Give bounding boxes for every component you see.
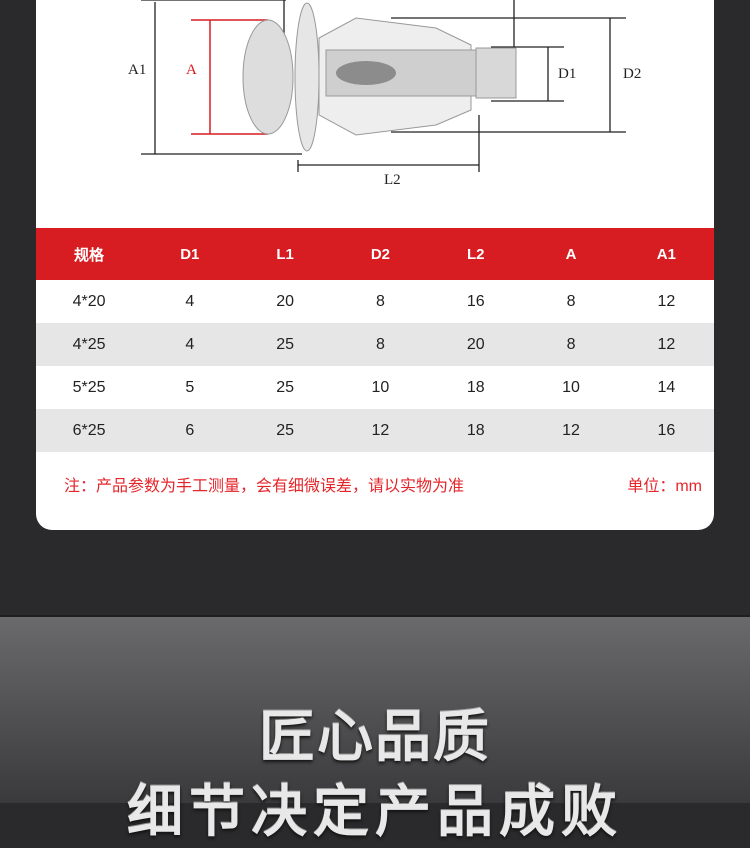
table-cell: 14 bbox=[657, 378, 676, 396]
table-cell: 4 bbox=[185, 335, 195, 353]
table-cell: 5 bbox=[185, 378, 195, 396]
table-cell: 12 bbox=[657, 292, 676, 310]
table-cell: 10 bbox=[371, 378, 390, 396]
table-cell: 4 bbox=[185, 292, 195, 310]
slogan-line-2: 细节决定产品成败 bbox=[127, 780, 623, 843]
table-cell: 8 bbox=[375, 292, 385, 310]
header-cell: L1 bbox=[276, 245, 294, 263]
label-a1: A1 bbox=[128, 62, 146, 78]
table-cell: 12 bbox=[657, 335, 676, 353]
table-cell: 25 bbox=[276, 378, 294, 396]
anchor-diagram: A1 A D1 D2 L2 bbox=[128, 0, 641, 188]
header-cell: A bbox=[565, 245, 577, 263]
spec-card: A1 A D1 D2 L2 规格 D1 L1 D2 L2 A A1 4*20 4… bbox=[36, 0, 714, 530]
table-cell: 6 bbox=[185, 421, 195, 439]
table-cell: 16 bbox=[657, 421, 676, 439]
slogan-line-1: 匠心品质 bbox=[259, 705, 491, 768]
table-cell: 6*25 bbox=[72, 421, 106, 439]
header-cell: D1 bbox=[180, 245, 200, 263]
table-cell: 10 bbox=[562, 378, 580, 396]
table-cell: 16 bbox=[466, 292, 485, 310]
header-cell: L2 bbox=[466, 245, 485, 263]
table-cell: 4*25 bbox=[72, 335, 106, 353]
table-cell: 5*25 bbox=[72, 378, 106, 396]
table-row: 4*20 4 20 8 16 8 12 bbox=[36, 280, 714, 323]
table-cell: 20 bbox=[466, 335, 485, 353]
slogan-banner: 匠心品质 细节决定产品成败 bbox=[0, 615, 750, 843]
table-cell: 18 bbox=[466, 378, 485, 396]
table-cell: 8 bbox=[375, 335, 385, 353]
measurement-note: 注：产品参数为手工测量，会有细微误差，请以实物为准 bbox=[64, 478, 465, 495]
table-row: 5*25 5 25 10 18 10 14 bbox=[36, 366, 714, 409]
table-cell: 8 bbox=[566, 292, 576, 310]
header-cell: A1 bbox=[656, 245, 676, 263]
label-d1: D1 bbox=[558, 66, 576, 82]
label-a: A bbox=[186, 62, 197, 78]
anchor-illustration bbox=[242, 2, 517, 152]
table-cell: 18 bbox=[466, 421, 485, 439]
label-d2: D2 bbox=[623, 66, 641, 82]
table-cell: 25 bbox=[276, 335, 294, 353]
unit-label: 单位：mm bbox=[627, 478, 702, 495]
table-cell: 12 bbox=[562, 421, 580, 439]
table-row: 6*25 6 25 12 18 12 16 bbox=[36, 409, 714, 452]
table-cell: 4*20 bbox=[72, 292, 106, 310]
table-header: 规格 D1 L1 D2 L2 A A1 bbox=[36, 228, 714, 280]
table-cell: 25 bbox=[276, 421, 294, 439]
header-cell: D2 bbox=[370, 245, 390, 263]
label-l2: L2 bbox=[384, 172, 401, 188]
header-cell: 规格 bbox=[74, 246, 105, 264]
table-row: 4*25 4 25 8 20 8 12 bbox=[36, 323, 714, 366]
table-cell: 12 bbox=[371, 421, 390, 439]
spec-table: 规格 D1 L1 D2 L2 A A1 4*20 4 20 8 16 8 12 … bbox=[36, 228, 714, 452]
table-cell: 20 bbox=[276, 292, 294, 310]
table-cell: 8 bbox=[566, 335, 576, 353]
